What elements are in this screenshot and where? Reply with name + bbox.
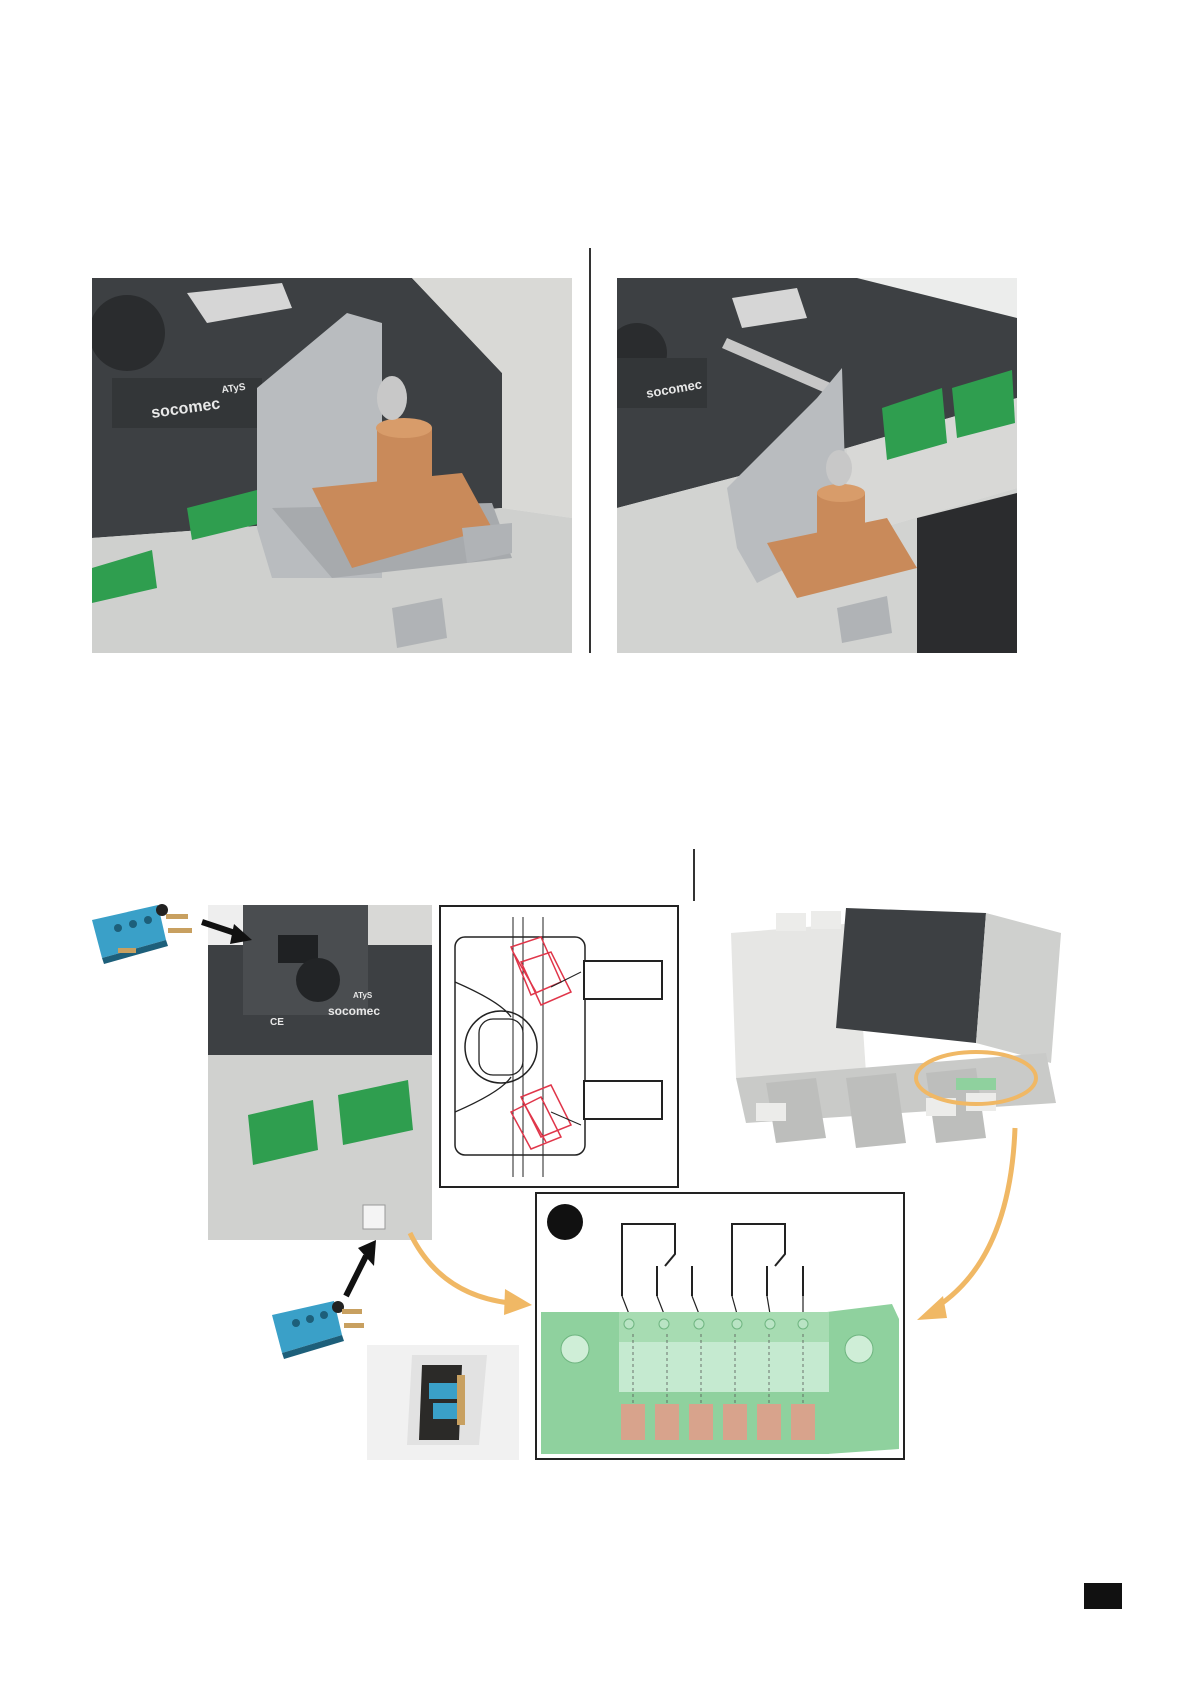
arrow-icon	[200, 918, 252, 944]
terminal-block-icon-3	[541, 1304, 899, 1454]
microswitch-icon	[88, 900, 198, 970]
orange-arrow-left	[400, 1225, 535, 1315]
brand-text-3: socomec	[328, 1004, 380, 1018]
step-marker	[547, 1204, 583, 1240]
product-text-3: ATyS	[353, 991, 373, 1000]
photo-key-lock-right: socomec	[617, 278, 1017, 653]
photo-microswitch-inset	[367, 1345, 519, 1460]
schematic-label-box-1	[583, 960, 663, 1000]
microswitch-icon-2	[268, 1295, 368, 1365]
arrow-icon-2	[340, 1238, 380, 1300]
ce-mark: CE	[270, 1017, 284, 1028]
schematic-label-box-2	[583, 1080, 663, 1120]
separator-bottom	[693, 849, 695, 901]
photo-aux-contacts-device: socomec ATyS CE	[208, 905, 432, 1240]
page-number-box	[1084, 1583, 1122, 1609]
terminal-detail-frame	[535, 1192, 905, 1460]
orange-arrow-right	[915, 1120, 1025, 1325]
separator-top	[589, 248, 591, 653]
photo-key-lock-left: socomec ATyS	[92, 278, 572, 653]
schematic-frame	[439, 905, 679, 1188]
photo-large-device	[716, 903, 1096, 1166]
